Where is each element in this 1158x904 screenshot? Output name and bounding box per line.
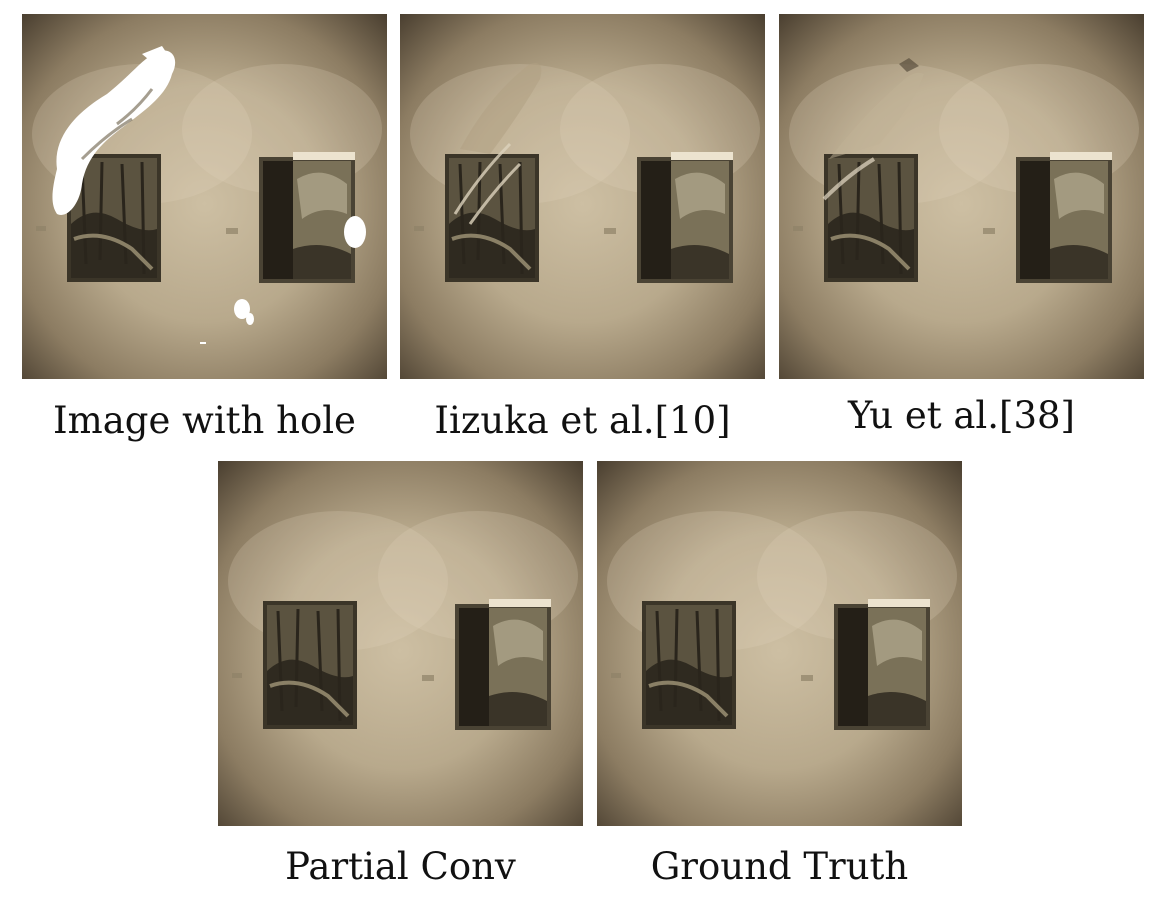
inpainting-image bbox=[597, 461, 962, 826]
panel-yu bbox=[779, 14, 1144, 379]
caption-iizuka: Iizuka et al.[10] bbox=[434, 399, 731, 442]
caption-image-with-hole: Image with hole bbox=[53, 399, 356, 442]
inpainting-image bbox=[779, 14, 1144, 379]
panel-ground-truth bbox=[597, 461, 962, 826]
caption-ground-truth: Ground Truth bbox=[650, 845, 909, 888]
inpainting-image bbox=[400, 14, 765, 379]
caption-partial-conv: Partial Conv bbox=[285, 845, 516, 888]
inpainting-image bbox=[22, 14, 387, 379]
panel-image-with-hole bbox=[22, 14, 387, 379]
caption-yu: Yu et al.[38] bbox=[848, 394, 1075, 437]
panel-partial-conv bbox=[218, 461, 583, 826]
inpainting-image bbox=[218, 461, 583, 826]
panel-iizuka bbox=[400, 14, 765, 379]
